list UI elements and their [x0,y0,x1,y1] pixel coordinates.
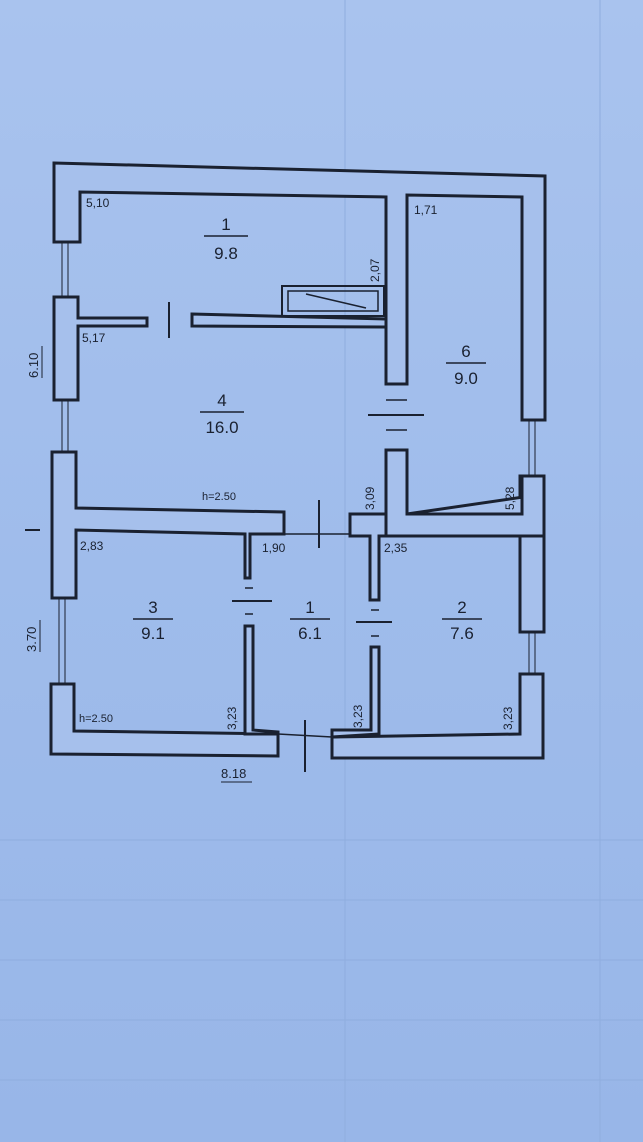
dim-room6-depth: 5,28 [503,486,517,510]
dim-room6-width: 1,71 [414,203,438,217]
dim-left-lower: 3.70 [24,620,41,652]
svg-text:2: 2 [457,598,466,617]
svg-text:4: 4 [217,391,226,410]
wall-room2-right-top [379,534,546,634]
window-left-1 [61,242,69,297]
wall-room3-room1-lower [243,624,280,736]
dim-room3-height: h=2.50 [79,713,113,725]
dim-room4-depth: 3,09 [363,486,377,510]
dim-left-upper: 6.10 [26,346,43,378]
outer-wall-top-left [52,161,547,422]
svg-text:1: 1 [221,215,230,234]
room-5-label: 1 9.8 [204,215,248,263]
room-6-label: 6 9.0 [446,342,486,388]
dim-room5-width: 5,10 [86,196,110,210]
door-jamb-2 [277,733,333,738]
svg-text:3: 3 [148,598,157,617]
svg-text:3.70: 3.70 [24,627,39,652]
svg-text:16.0: 16.0 [205,418,238,437]
dim-room5-depth: 2,07 [368,258,382,282]
wall-room6-bottom [384,448,546,538]
room-1-label: 1 6.1 [290,598,330,643]
dim-room3-width: 2,83 [80,539,104,553]
dim-room2-depth: 3,23 [501,706,515,730]
svg-text:8.18: 8.18 [221,766,246,781]
svg-text:9.0: 9.0 [454,369,478,388]
svg-text:6: 6 [461,342,470,361]
svg-text:1: 1 [305,598,314,617]
bathtub-fixture [281,285,385,317]
svg-text:9.8: 9.8 [214,244,238,263]
dim-room1-width: 1,90 [262,541,286,555]
outer-wall-left-middle [50,450,286,600]
wall-room5-room4 [190,312,388,329]
dim-overall-width: 8.18 [221,766,252,783]
dim-room1-depth: 3,23 [351,704,365,728]
window-right-1 [528,420,536,476]
dim-room4-width: 5,17 [82,331,106,345]
room-3-label: 3 9.1 [133,598,173,643]
dim-room3-depth: 3,23 [225,706,239,730]
window-left-3 [58,598,66,684]
window-right-2 [528,632,536,674]
room-2-label: 2 7.6 [442,598,482,643]
svg-text:6.1: 6.1 [298,624,322,643]
dim-room4-height: h=2.50 [202,491,236,503]
outer-wall-bottom-right [330,672,545,760]
svg-text:6.10: 6.10 [26,353,41,378]
room-4-label: 4 16.0 [200,391,244,437]
wall-room1-room2-top [348,512,388,602]
svg-text:7.6: 7.6 [450,624,474,643]
window-left-2 [61,400,69,452]
outer-wall-left-upper [52,295,149,402]
svg-text:9.1: 9.1 [141,624,165,643]
dim-room2-width: 2,35 [384,541,408,555]
